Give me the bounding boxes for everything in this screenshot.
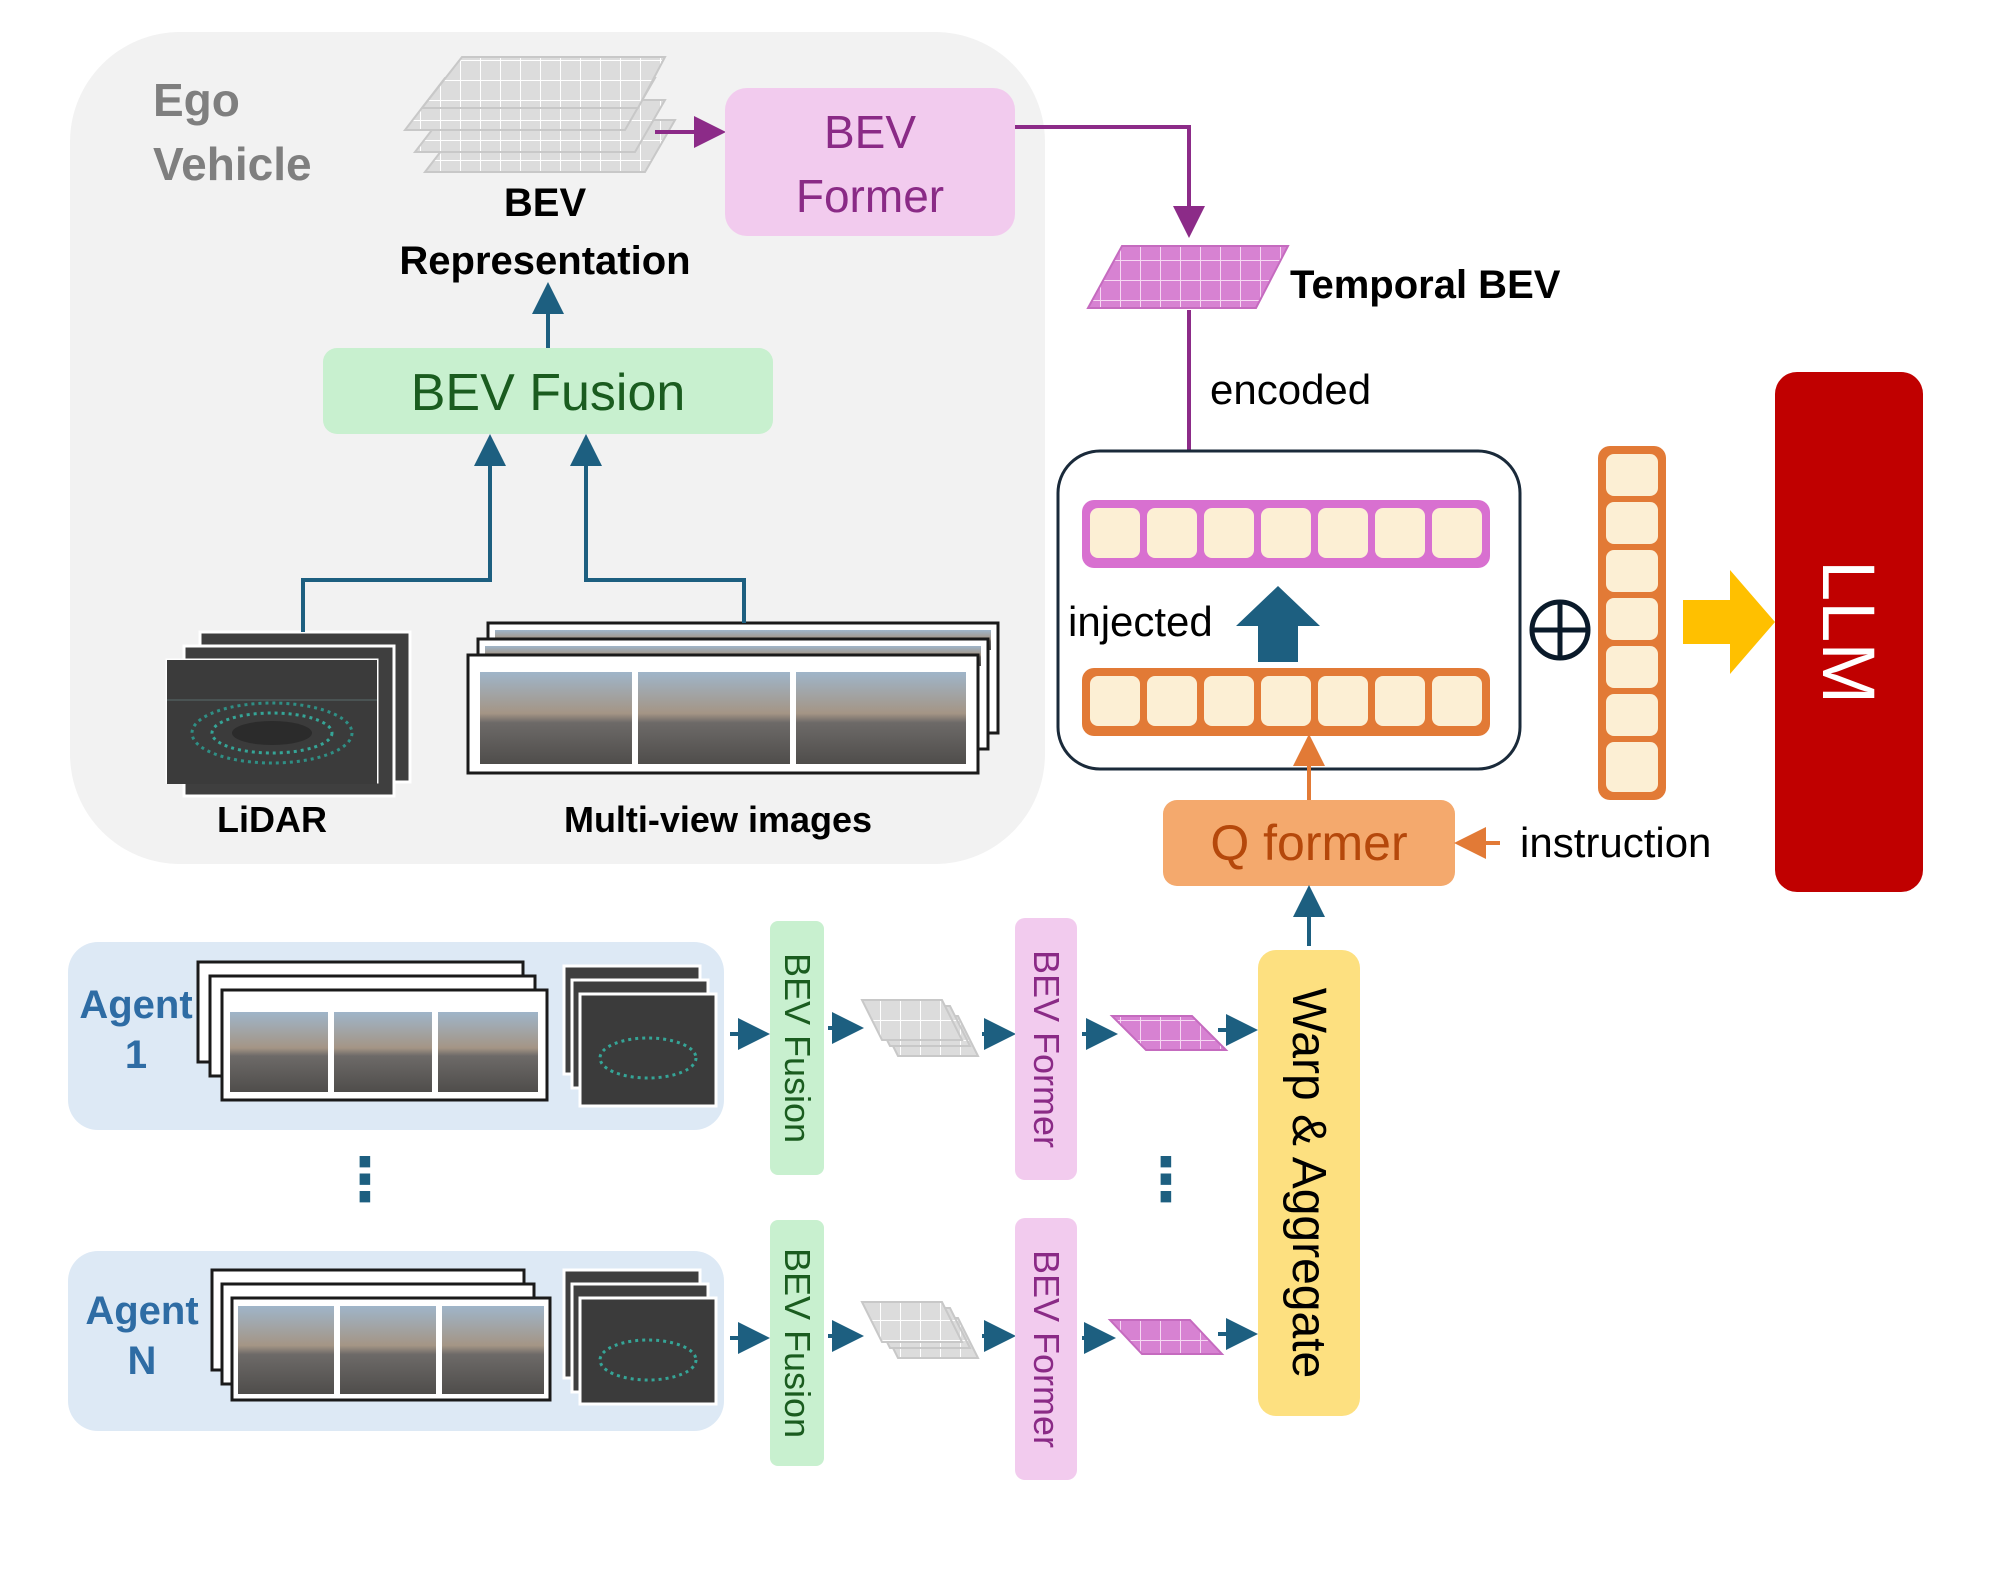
multiview-label: Multi-view images [564, 799, 872, 840]
warp-aggregate-box [1258, 950, 1360, 1416]
agent-1-label-line2: 1 [125, 1033, 147, 1077]
ego-bev-fusion-label: BEV Fusion [411, 364, 686, 422]
llm-block [1775, 372, 1923, 892]
instruction-label: instruction [1520, 819, 1711, 866]
agent-n-lidar-stack [562, 1268, 718, 1406]
bev-tokens [1090, 508, 1482, 558]
injected-label: injected [1068, 598, 1213, 645]
instruction-tokens [1606, 454, 1658, 792]
agents-ellipsis-left: ⋮ [335, 1146, 395, 1213]
agent-n-label-line1: Agent [85, 1289, 198, 1333]
warp-aggregate-label: Warp & Aggregate [1282, 988, 1335, 1378]
encoded-label: encoded [1210, 366, 1371, 413]
agent-n-label-line2: N [128, 1339, 157, 1383]
agent-n-temporal-bev-icon [1107, 1319, 1225, 1355]
to-llm-arrow-icon [1683, 570, 1775, 674]
lidar-label: LiDAR [217, 799, 327, 840]
multiview-images-stack [466, 621, 1000, 775]
ego-bev-former-box [725, 88, 1015, 236]
agent-1-bev-fusion-box [770, 921, 824, 1175]
ego-bev-former-line1: BEV [824, 106, 916, 158]
ego-bev-former-line2: Former [796, 170, 944, 222]
qformer-box [1163, 800, 1455, 886]
agent-1-camera-stack [196, 960, 549, 1102]
agent-n-bev-former-box [1015, 1218, 1077, 1480]
arrow-images-to-fusion [570, 434, 746, 623]
agent-n-bev-former-label: BEV Former [1026, 1250, 1067, 1448]
qformer-label: Q former [1210, 815, 1407, 871]
agent-n-camera-stack [210, 1268, 552, 1402]
agent-1-bev-former-box [1015, 918, 1077, 1180]
ego-title-line2: Vehicle [153, 138, 312, 190]
bev-representation-grid-icon [402, 56, 677, 173]
agent-n-bev-fusion-label: BEV Fusion [777, 1248, 818, 1438]
concat-plus-icon [1529, 599, 1591, 661]
agent-1-bev-fusion-label: BEV Fusion [777, 953, 818, 1143]
temporal-bev-label: Temporal BEV [1290, 263, 1561, 307]
ego-bev-fusion-box [323, 348, 773, 434]
bev-representation-label-line1: BEV [504, 181, 587, 225]
agent-1-bev-former-label: BEV Former [1026, 950, 1067, 1148]
bev-representation-label-line2: Representation [399, 239, 690, 283]
ego-title-line1: Ego [153, 74, 240, 126]
lidar-scan-stack [165, 630, 412, 798]
agent-tokens [1090, 676, 1482, 726]
arrow-lidar-to-fusion [301, 434, 506, 632]
agent-1-lidar-stack [562, 964, 718, 1108]
injected-arrow-icon [1236, 586, 1320, 662]
agent-n-bev-fusion-box [770, 1220, 824, 1466]
agent-1-label-line1: Agent [79, 983, 192, 1027]
agent-1-bev-grid-icon [860, 999, 980, 1057]
agent-n-bev-grid-icon [860, 1301, 980, 1359]
agent-1-temporal-bev-icon [1109, 1015, 1229, 1051]
agents-ellipsis-right: ⋮ [1136, 1146, 1196, 1213]
llm-label: LLM [1807, 560, 1890, 704]
temporal-bev-grid-icon [1086, 245, 1290, 309]
arrow-bevformer-to-temporal [1015, 125, 1205, 238]
